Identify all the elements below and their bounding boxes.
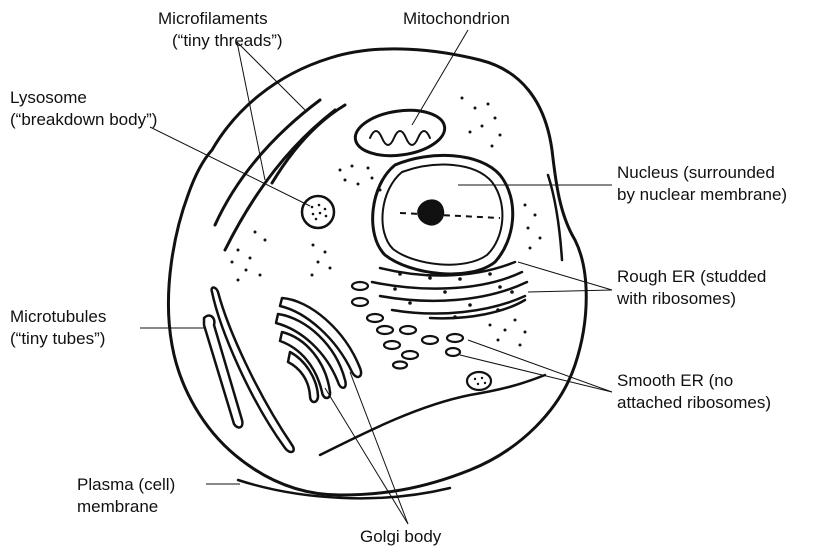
smooth-er-vesicles	[352, 282, 463, 369]
lysosome-shape	[302, 196, 334, 228]
label-microtubules-line1: Microtubules	[10, 306, 106, 327]
label-nucleus-line2: by nuclear membrane)	[617, 184, 787, 205]
label-smooth-er-line1: Smooth ER (no	[617, 370, 733, 391]
label-plasma-membrane-line1: Plasma (cell)	[77, 474, 175, 495]
cytoplasm-fold	[320, 375, 545, 455]
label-lysosome-line1: Lysosome	[10, 87, 87, 108]
label-rough-er-line2: with ribosomes)	[617, 288, 736, 309]
mitochondrion-shape	[352, 105, 447, 161]
leader-golgi-b	[350, 372, 408, 524]
cytoplasm-fold-2	[548, 175, 562, 260]
leader-rough-er-b	[528, 290, 612, 292]
leader-rough-er-a	[518, 262, 612, 290]
label-smooth-er-line2: attached ribosomes)	[617, 392, 771, 413]
leader-golgi-a	[325, 388, 408, 524]
leader-microfilaments-a	[237, 42, 305, 110]
label-mitochondrion: Mitochondrion	[403, 8, 510, 29]
cytoplasm-dots	[231, 97, 542, 347]
label-golgi-body: Golgi body	[360, 526, 441, 547]
label-nucleus-line1: Nucleus (surrounded	[617, 162, 775, 183]
golgi-body	[276, 298, 361, 402]
label-lysosome-line2: (“breakdown body”)	[10, 109, 157, 130]
label-plasma-membrane-line2: membrane	[77, 496, 158, 517]
mitochondrion-cristae	[370, 131, 430, 145]
label-microfilaments-line2: (“tiny threads”)	[172, 30, 283, 51]
microfilament	[272, 105, 345, 183]
leader-mitochondrion	[412, 30, 468, 125]
lysosome-granules	[311, 204, 328, 221]
label-rough-er-line1: Rough ER (studded	[617, 266, 766, 287]
vesicle-contents	[474, 377, 486, 385]
microtubules	[204, 288, 294, 452]
label-microtubules-line2: (“tiny tubes”)	[10, 328, 105, 349]
label-microfilaments-line1: Microfilaments	[158, 8, 268, 29]
nucleolus	[417, 199, 444, 225]
leader-lines	[140, 30, 612, 524]
vesicle	[467, 372, 491, 390]
chromatin-line	[400, 213, 500, 218]
